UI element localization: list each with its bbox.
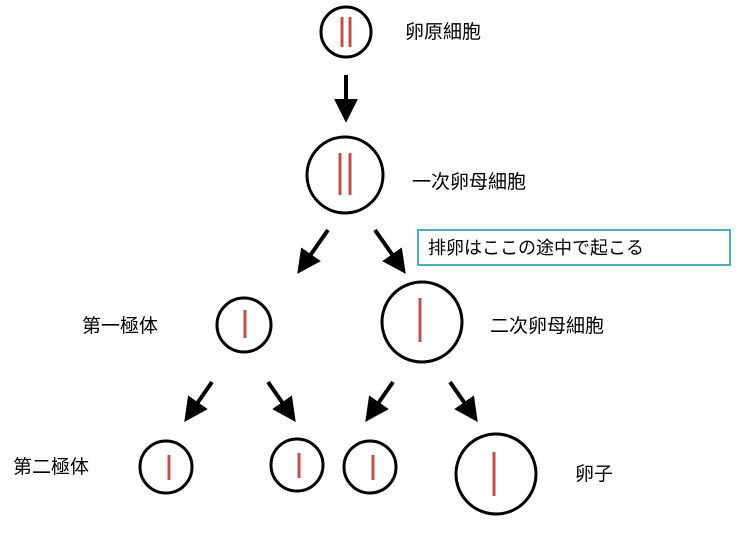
primary-oocyte-label: 一次卵母細胞 xyxy=(412,171,526,193)
first-polar-body-cell xyxy=(215,296,273,354)
second-polar-body-cell xyxy=(269,437,325,493)
arrow-secondary-right xyxy=(448,380,478,422)
arrow-secondary-left xyxy=(365,380,395,422)
second-polar-body-cell xyxy=(342,439,398,495)
arrow-first-polar-right xyxy=(266,380,296,422)
second-polar-body-label: 第二極体 xyxy=(13,456,89,478)
first-polar-body-label: 第一極体 xyxy=(82,315,158,337)
secondary-oocyte-label: 二次卵母細胞 xyxy=(490,315,604,337)
arrow-primary-to-first-polar xyxy=(297,228,330,274)
oogonium-cell xyxy=(319,5,373,59)
ovulation-note: 排卵はここの途中で起こる xyxy=(417,229,731,266)
second-polar-body-cell xyxy=(138,439,194,495)
arrow-primary-to-secondary xyxy=(373,228,406,274)
secondary-oocyte-cell xyxy=(380,280,464,364)
primary-oocyte-cell xyxy=(305,135,385,215)
oogonium-label: 卵原細胞 xyxy=(405,21,481,43)
arrow-first-polar-left xyxy=(184,380,214,422)
ovulation-note-text: 排卵はここの途中で起こる xyxy=(428,238,644,259)
egg-cell xyxy=(454,432,538,516)
egg-label: 卵子 xyxy=(575,463,613,485)
